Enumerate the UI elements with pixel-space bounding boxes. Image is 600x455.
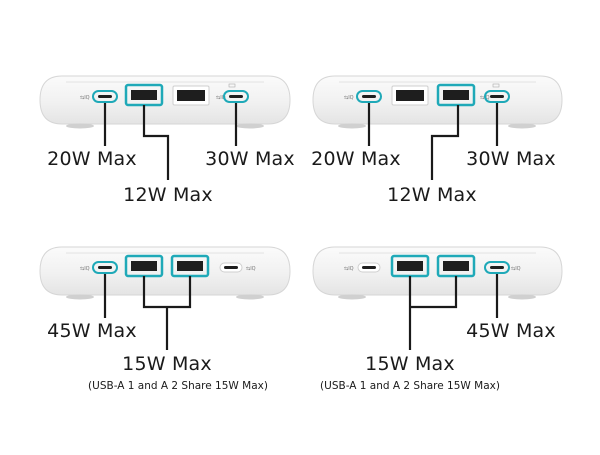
usb-a-port-1-inner bbox=[396, 90, 424, 101]
usb-a-port-2-inner bbox=[177, 261, 203, 271]
label-top-left-usbc2: 30W Max bbox=[205, 148, 295, 170]
usb-c-port-2 bbox=[223, 90, 249, 103]
iq-mark: ⇆IQ bbox=[80, 266, 90, 272]
usb-a-port-1-inner bbox=[131, 90, 157, 100]
usb-c-port-2-inner bbox=[229, 95, 243, 98]
device-foot bbox=[236, 123, 264, 129]
device-led bbox=[492, 83, 500, 88]
iq-mark: ⇆IQ bbox=[511, 266, 521, 272]
device-foot bbox=[508, 123, 536, 129]
leader-line-middle bbox=[430, 105, 460, 180]
label-top-left-usba: 12W Max bbox=[123, 184, 213, 206]
device-body bbox=[39, 75, 291, 125]
device-bottom-right: ⇆IQ ⇆IQ bbox=[312, 246, 563, 350]
note-bottom-left-shared: (USB-A 1 and A 2 Share 15W Max) bbox=[88, 380, 268, 392]
device-top-right: ⇆IQ ⇆IQ bbox=[312, 75, 563, 180]
usb-a-port-2-inner bbox=[443, 261, 469, 271]
label-bottom-left-usba-shared: 15W Max bbox=[122, 353, 212, 375]
iq-mark: ⇆IQ bbox=[216, 95, 226, 101]
device-top-left: ⇆IQ ⇆IQ bbox=[39, 75, 291, 180]
usb-c-port-1 bbox=[92, 261, 118, 274]
note-bottom-right-shared: (USB-A 1 and A 2 Share 15W Max) bbox=[320, 380, 500, 392]
iq-mark: ⇆IQ bbox=[80, 95, 90, 101]
device-led bbox=[228, 83, 236, 88]
device-foot bbox=[66, 294, 94, 300]
label-top-right-usbc1: 20W Max bbox=[311, 148, 401, 170]
device-foot bbox=[338, 294, 366, 300]
device-foot bbox=[338, 123, 366, 129]
usb-c-port-2 bbox=[484, 90, 510, 103]
usb-a-port-2-inner bbox=[443, 90, 469, 100]
device-foot bbox=[66, 123, 94, 129]
label-bottom-right-usbc2: 45W Max bbox=[466, 320, 556, 342]
usb-a-port-2 bbox=[436, 83, 476, 107]
usb-c-port-2 bbox=[484, 261, 510, 274]
iq-mark: ⇆IQ bbox=[246, 266, 256, 272]
usb-c-port-2-inner bbox=[224, 266, 238, 269]
device-body bbox=[39, 246, 291, 296]
label-top-left-usbc1: 20W Max bbox=[47, 148, 137, 170]
usb-c-port-1-inner bbox=[362, 95, 376, 98]
usb-c-port-2-inner bbox=[490, 266, 504, 269]
label-bottom-right-usba-shared: 15W Max bbox=[365, 353, 455, 375]
usb-a-port-1-inner bbox=[397, 261, 423, 271]
usb-c-port-1 bbox=[92, 90, 118, 103]
usb-c-port-1 bbox=[356, 90, 382, 103]
label-bottom-left-usbc1: 45W Max bbox=[47, 320, 137, 342]
label-top-right-usbc2: 30W Max bbox=[466, 148, 556, 170]
leader-line-middle bbox=[142, 105, 170, 180]
device-foot bbox=[508, 294, 536, 300]
leader-line-middle bbox=[142, 276, 192, 350]
device-foot bbox=[236, 294, 264, 300]
usb-c-port-1-inner bbox=[98, 266, 112, 269]
usb-c-port-1-inner bbox=[98, 95, 112, 98]
usb-c-port-1-inner bbox=[362, 266, 376, 269]
usb-a-port-1-inner bbox=[131, 261, 157, 271]
iq-mark: ⇆IQ bbox=[344, 95, 354, 101]
label-top-right-usba: 12W Max bbox=[387, 184, 477, 206]
usb-a-port-2-inner bbox=[177, 90, 205, 101]
leader-line-middle bbox=[408, 276, 458, 350]
iq-mark: ⇆IQ bbox=[344, 266, 354, 272]
usb-c-port-2-inner bbox=[490, 95, 504, 98]
device-bottom-left: ⇆IQ ⇆IQ bbox=[39, 246, 291, 350]
